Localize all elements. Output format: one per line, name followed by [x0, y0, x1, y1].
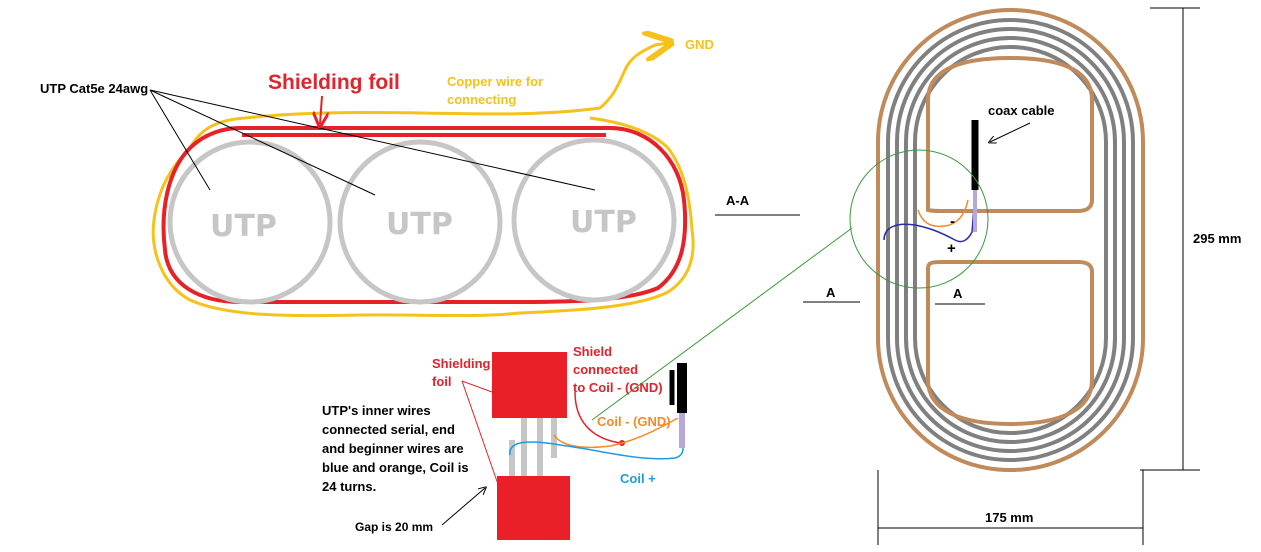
coil-inner-bottom-loop: [926, 260, 1094, 427]
detail-circle: [849, 149, 989, 289]
copper-wire-label-2: connecting: [447, 92, 516, 107]
utp-cable-1: [167, 139, 333, 305]
utp-leader-1: [149, 89, 211, 191]
shielding-foil-outline: [161, 126, 688, 304]
copper-wire-label-1: Copper wire for: [447, 74, 543, 89]
coil-orange-lead: [917, 199, 969, 228]
detail-desc-5: 24 turns.: [322, 479, 376, 494]
coil-minus-sign: -: [950, 213, 955, 230]
detail-desc-2: connected serial, end: [322, 422, 455, 437]
utp-cable-3: [511, 137, 677, 303]
section-label-a-left: A: [826, 285, 836, 300]
detail-shield-label-1: Shielding: [432, 356, 491, 371]
detail-desc-3: and beginner wires are: [322, 441, 464, 456]
coil-outer-brown: [876, 8, 1145, 472]
coil-plus-sign: +: [947, 240, 956, 257]
utp-leader-2: [149, 89, 376, 196]
coil-winding-3: [904, 36, 1117, 444]
detail-coil-plus-label: Coil +: [620, 471, 656, 486]
detail-shield-label-2: foil: [432, 374, 452, 389]
coil-winding-4: [913, 45, 1108, 435]
gap-label: Gap is 20 mm: [355, 520, 433, 534]
cross-section: UTP UTP UTP UTP Cat5e 24awg Shielding fo…: [40, 37, 800, 318]
detail-foil-top: [492, 352, 567, 418]
shielding-foil-arrow: [320, 95, 322, 124]
coil-winding-1: [886, 18, 1135, 462]
utp-text-2: UTP: [386, 207, 453, 242]
section-label-aa: A-A: [726, 193, 750, 208]
shielding-foil-title: Shielding foil: [268, 71, 400, 94]
coil-blue-lead: [883, 194, 976, 243]
height-label: 295 mm: [1193, 231, 1241, 246]
detail-red-wire: [574, 391, 621, 444]
detail-shield-leader-2: [461, 380, 501, 491]
detail-foil-bottom: [497, 476, 570, 540]
utp-text-3: UTP: [570, 205, 637, 240]
detail-shield-conn-3: to Coil - (GND): [573, 380, 663, 395]
gnd-label: GND: [685, 37, 714, 52]
detail-blue-wire: [509, 441, 684, 460]
detail-leader: [591, 227, 853, 421]
gap-arrow: [441, 488, 485, 526]
coil-winding-2: [895, 27, 1126, 453]
width-label: 175 mm: [985, 510, 1033, 525]
coax-arrow: [990, 122, 1031, 142]
section-label-a-right: A: [953, 286, 963, 301]
detail-desc-4: blue and orange, Coil is: [322, 460, 469, 475]
detail-desc-1: UTP's inner wires: [322, 403, 431, 418]
utp-type-label: UTP Cat5e 24awg: [40, 81, 148, 96]
utp-text-1: UTP: [210, 209, 277, 244]
detail-shield-conn-1: Shield: [573, 344, 612, 359]
copper-wire-outline: [151, 116, 695, 318]
detail-orange-wire: [553, 417, 679, 449]
detail-shield-leader-1: [461, 380, 493, 393]
connection-detail: Shielding foil Shield connected to Coil …: [322, 344, 687, 540]
coil-inner-top-loop: [926, 55, 1094, 213]
utp-leader-3: [149, 89, 596, 191]
detail-coil-minus-label: Coil - (GND): [597, 414, 671, 429]
coil-view: coax cable - + A A 295 mm 175 mm: [591, 7, 1241, 545]
copper-wire-lead: [244, 43, 668, 120]
detail-shield-conn-2: connected: [573, 362, 638, 377]
coax-label: coax cable: [988, 103, 1055, 118]
utp-cable-2: [337, 139, 503, 305]
